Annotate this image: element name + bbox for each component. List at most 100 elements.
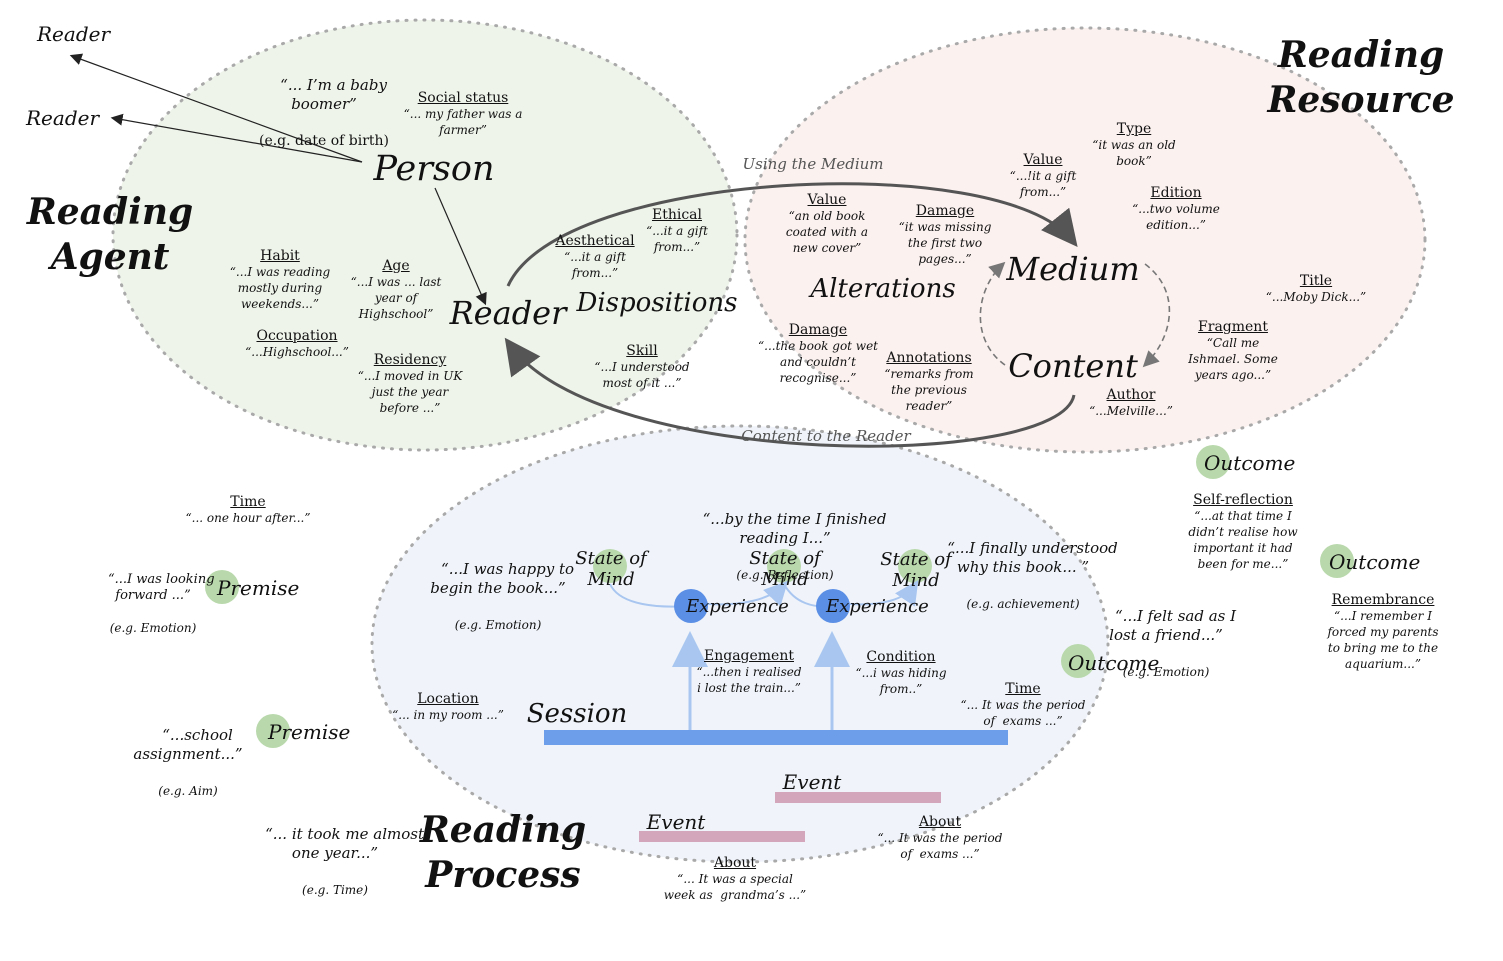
- location-example: “... in my room ...”: [392, 708, 504, 722]
- skill-example: “...I understood most of it ...”: [594, 360, 690, 390]
- event-bar-2: [639, 831, 805, 842]
- som-circle-2: [767, 549, 801, 583]
- outcome-label-1: Outcome: [1068, 651, 1160, 675]
- finished-quote-text: “...by the time I finished reading I...”: [702, 510, 887, 547]
- aesthetical-attr: Aesthetical “...it a gift from...”: [555, 233, 634, 281]
- premise-label-1: Premise: [217, 576, 300, 600]
- occupation-attr: Occupation “...Highschool...”: [245, 328, 349, 360]
- state-of-mind-2: State of Mind: [749, 548, 821, 590]
- finished-quote: “...by the time I finished reading I...”…: [684, 491, 887, 621]
- medium-content-right-arrow: [1142, 263, 1171, 368]
- annotations-header: Annotations: [886, 350, 972, 366]
- felt-sad-quote: “...I felt sad as I lost a friend...” (e…: [1096, 588, 1236, 718]
- about-attr-1: About “... It was the period of exams ..…: [878, 814, 1003, 862]
- damage-attr: Damage “...the book got wet and couldn’t…: [758, 322, 878, 386]
- edition-header: Edition: [1150, 185, 1202, 201]
- ethical-example: “...it a gift from...”: [646, 224, 708, 254]
- medium-node: Medium: [1006, 250, 1140, 288]
- age-example: “...I was ... last year of Highschool”: [350, 275, 442, 321]
- event-label-2: Event: [646, 810, 706, 834]
- som-circle-3: [898, 549, 932, 583]
- event-bar-1: [775, 792, 941, 803]
- about-example-2: “... It was a special week as grandma’s …: [663, 872, 807, 902]
- residency-attr: Residency “...I moved in UK just the yea…: [358, 352, 463, 416]
- one-year-quote: “... it took me almost one year...” (e.g…: [246, 806, 424, 936]
- age-header: Age: [382, 258, 410, 274]
- looking-forward-text: “...I was looking forward ...”: [107, 572, 215, 603]
- value-top-header: Value: [1023, 152, 1063, 168]
- condition-header: Condition: [866, 649, 936, 665]
- habit-attr: Habit “...I was reading mostly during we…: [230, 248, 330, 312]
- looking-forward-note: (e.g. Emotion): [109, 621, 197, 635]
- outcome-circle-2: [1196, 445, 1230, 479]
- looking-forward-quote: “...I was looking forward ...” (e.g. Emo…: [91, 556, 215, 668]
- session-node: Session: [526, 699, 628, 729]
- finished-quote-note: (e.g. Reflection): [736, 568, 834, 582]
- skill-attr: Skill “...I understood most of it ...”: [594, 343, 689, 391]
- fragment-attr: Fragment “Call me Ishmael. Some years ag…: [1188, 319, 1278, 383]
- person-node: Person: [373, 149, 495, 189]
- state-of-mind-3: State of Mind: [880, 549, 952, 591]
- engagement-header: Engagement: [703, 648, 794, 664]
- social-status-header: Social status: [417, 90, 509, 106]
- occupation-example: “...Highschool...”: [245, 345, 349, 359]
- happy-quote-text: “...I was happy to begin the book...”: [430, 560, 575, 597]
- using-medium-label: Using the Medium: [742, 155, 884, 173]
- occupation-header: Occupation: [256, 328, 338, 344]
- habit-example: “...I was reading mostly during weekends…: [229, 265, 331, 311]
- content-to-reader-arrow: [504, 337, 1076, 448]
- happy-quote: “...I was happy to begin the book...” (e…: [422, 541, 574, 671]
- premise-circle-1: [205, 570, 239, 604]
- baby-boomer-text: “... I’m a baby boomer”: [280, 76, 387, 113]
- author-attr: Author “...Melville...”: [1089, 387, 1173, 419]
- outcome-label-3: Outcome: [1329, 550, 1421, 574]
- outcome-circle-3: [1320, 544, 1354, 578]
- person-to-reader2-arrow: [110, 113, 363, 163]
- using-medium-arrow: [506, 182, 1078, 287]
- reader-label-2: Reader: [26, 106, 100, 130]
- about-header-1: About: [918, 814, 962, 830]
- value-top-attr: Value “...!it a gift from...”: [1010, 152, 1077, 200]
- age-attr: Age “...I was ... last year of Highschoo…: [351, 258, 442, 322]
- experience1-to-som2: [707, 580, 789, 607]
- edition-example: “...two volume edition...”: [1132, 202, 1220, 232]
- habit-header: Habit: [260, 248, 300, 264]
- author-header: Author: [1106, 387, 1156, 403]
- felt-sad-text: “...I felt sad as I lost a friend...”: [1109, 607, 1237, 644]
- time-session-header: Time: [1005, 681, 1041, 697]
- finally-quote-note: (e.g. achievement): [966, 597, 1080, 611]
- social-status-example: “... my father was a farmer”: [403, 107, 523, 137]
- fragment-example: “Call me Ishmael. Some years ago...”: [1188, 336, 1278, 382]
- type-attr: Type “it was an old book”: [1092, 121, 1175, 169]
- value-example: “an old book coated with a new cover”: [785, 209, 869, 255]
- person-to-reader-arrow: [434, 187, 487, 306]
- title-attr: Title “...Moby Dick...”: [1266, 273, 1366, 305]
- baby-boomer-quote: “... I’m a baby boomer” (e.g. date of bi…: [259, 57, 389, 187]
- happy-quote-note: (e.g. Emotion): [454, 618, 542, 632]
- title-example: “...Moby Dick...”: [1265, 290, 1367, 304]
- som-circle-1: [593, 549, 627, 583]
- time-outside-header: Time: [230, 494, 266, 510]
- damage-top-example: “it was missing the first two pages...”: [898, 220, 992, 266]
- session-bar: [544, 730, 1008, 745]
- self-reflection-attr: Self-reflection “...at that time I didn’…: [1188, 492, 1297, 572]
- finally-quote-text: “...I finally understood why this book..…: [947, 539, 1118, 576]
- type-header: Type: [1116, 121, 1152, 137]
- state-of-mind-1: State of Mind: [575, 548, 647, 590]
- one-year-text: “... it took me almost one year...”: [265, 825, 424, 862]
- author-example: “...Melville...”: [1089, 404, 1173, 418]
- premise-label-2: Premise: [268, 720, 351, 744]
- school-quote: “...school assignment...” (e.g. Aim): [133, 707, 242, 837]
- medium-content-left-arrow: [979, 261, 1006, 366]
- reading-agent-title: Reading Agent: [26, 191, 194, 278]
- residency-example: “...I moved in UK just the year before .…: [357, 369, 463, 415]
- reading-resource-title: Reading Resource: [1267, 34, 1455, 121]
- time-session-attr: Time “... It was the period of exams ...…: [961, 681, 1086, 729]
- felt-sad-note: (e.g. Emotion): [1122, 665, 1210, 679]
- annotations-example: “remarks from the previous reader”: [884, 367, 974, 413]
- condition-attr: Condition “...i was hiding from..”: [855, 649, 946, 697]
- time-outside-example: “... one hour after...”: [185, 511, 311, 525]
- condition-example: “...i was hiding from..”: [855, 666, 947, 696]
